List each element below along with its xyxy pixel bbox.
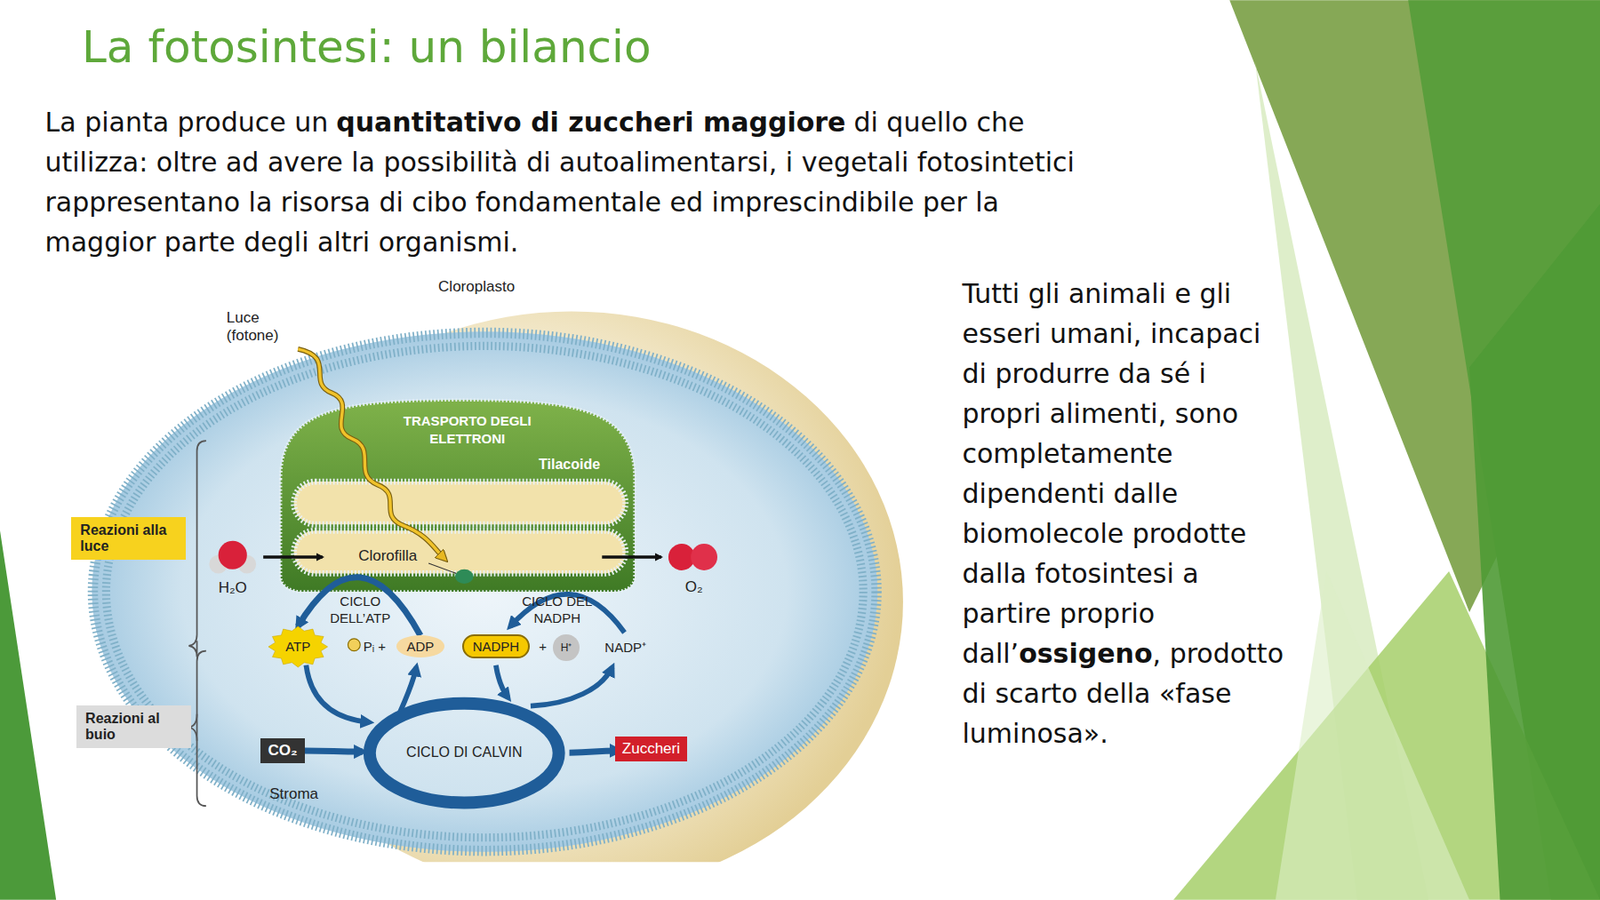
node-text: H⁺ <box>560 640 573 656</box>
part-label: Stroma <box>269 785 319 804</box>
node-text: ATP <box>285 639 311 655</box>
molecule-label: O₂ <box>685 578 704 597</box>
flow-arrow <box>569 751 619 753</box>
body-text: Tutti gli animali e gli esseri umani, in… <box>962 278 1262 670</box>
atp-badge: ATP <box>268 626 328 668</box>
proton-circle: H⁺ <box>552 634 580 662</box>
nadph-badge: NADPH <box>462 634 531 659</box>
co2-box: CO₂ <box>260 738 304 764</box>
node-text: Reazioni al buio <box>85 711 183 744</box>
molecule-label: H₂O <box>218 579 248 598</box>
flow-arrow <box>304 751 364 752</box>
cycle-label: CICLO DEL NADPH <box>507 592 608 627</box>
intro-paragraph: La pianta produce unquantitativo di zucc… <box>45 102 1117 263</box>
process-label: TRASPORTO DEGLI ELETTRONI <box>385 412 550 448</box>
plus-sign: + <box>538 639 547 655</box>
bold-text: quantitativo di zuccheri maggiore <box>336 106 846 138</box>
body-text: La pianta produce un <box>45 106 329 138</box>
side-paragraph: Tutti gli animali e gli esseri umani, in… <box>962 273 1294 754</box>
stage-box: Reazioni alla luce <box>71 517 186 560</box>
node-text: ADP <box>407 639 435 655</box>
node-text: CICLO DI CALVIN <box>406 744 522 761</box>
molecule-label: Pᵢ + <box>363 639 386 655</box>
part-label: Cloroplasto <box>438 278 515 296</box>
node-text: NADPH <box>472 639 520 655</box>
molecule-label: NADP⁺ <box>604 638 647 656</box>
cycle-label: CICLO DELL’ATP <box>316 592 405 627</box>
part-label: Tilacoide <box>538 456 600 473</box>
adp-badge: ADP <box>396 635 446 658</box>
bold-text: ossigeno <box>1018 638 1152 670</box>
stage-box: Reazioni al buio <box>76 705 192 749</box>
node-text: Reazioni alla luce <box>80 522 177 555</box>
part-label: Luce (fotone) <box>226 309 307 345</box>
node-text: CO₂ <box>267 742 297 760</box>
node-text: Zuccheri <box>622 740 680 759</box>
slide-title: La fotosintesi: un bilancio <box>81 21 652 73</box>
sugar-box: Zuccheri <box>615 736 688 762</box>
part-label: Clorofilla <box>358 547 417 566</box>
calvin-cycle: CICLO DI CALVIN <box>359 694 569 813</box>
flow-arrow <box>297 577 421 637</box>
